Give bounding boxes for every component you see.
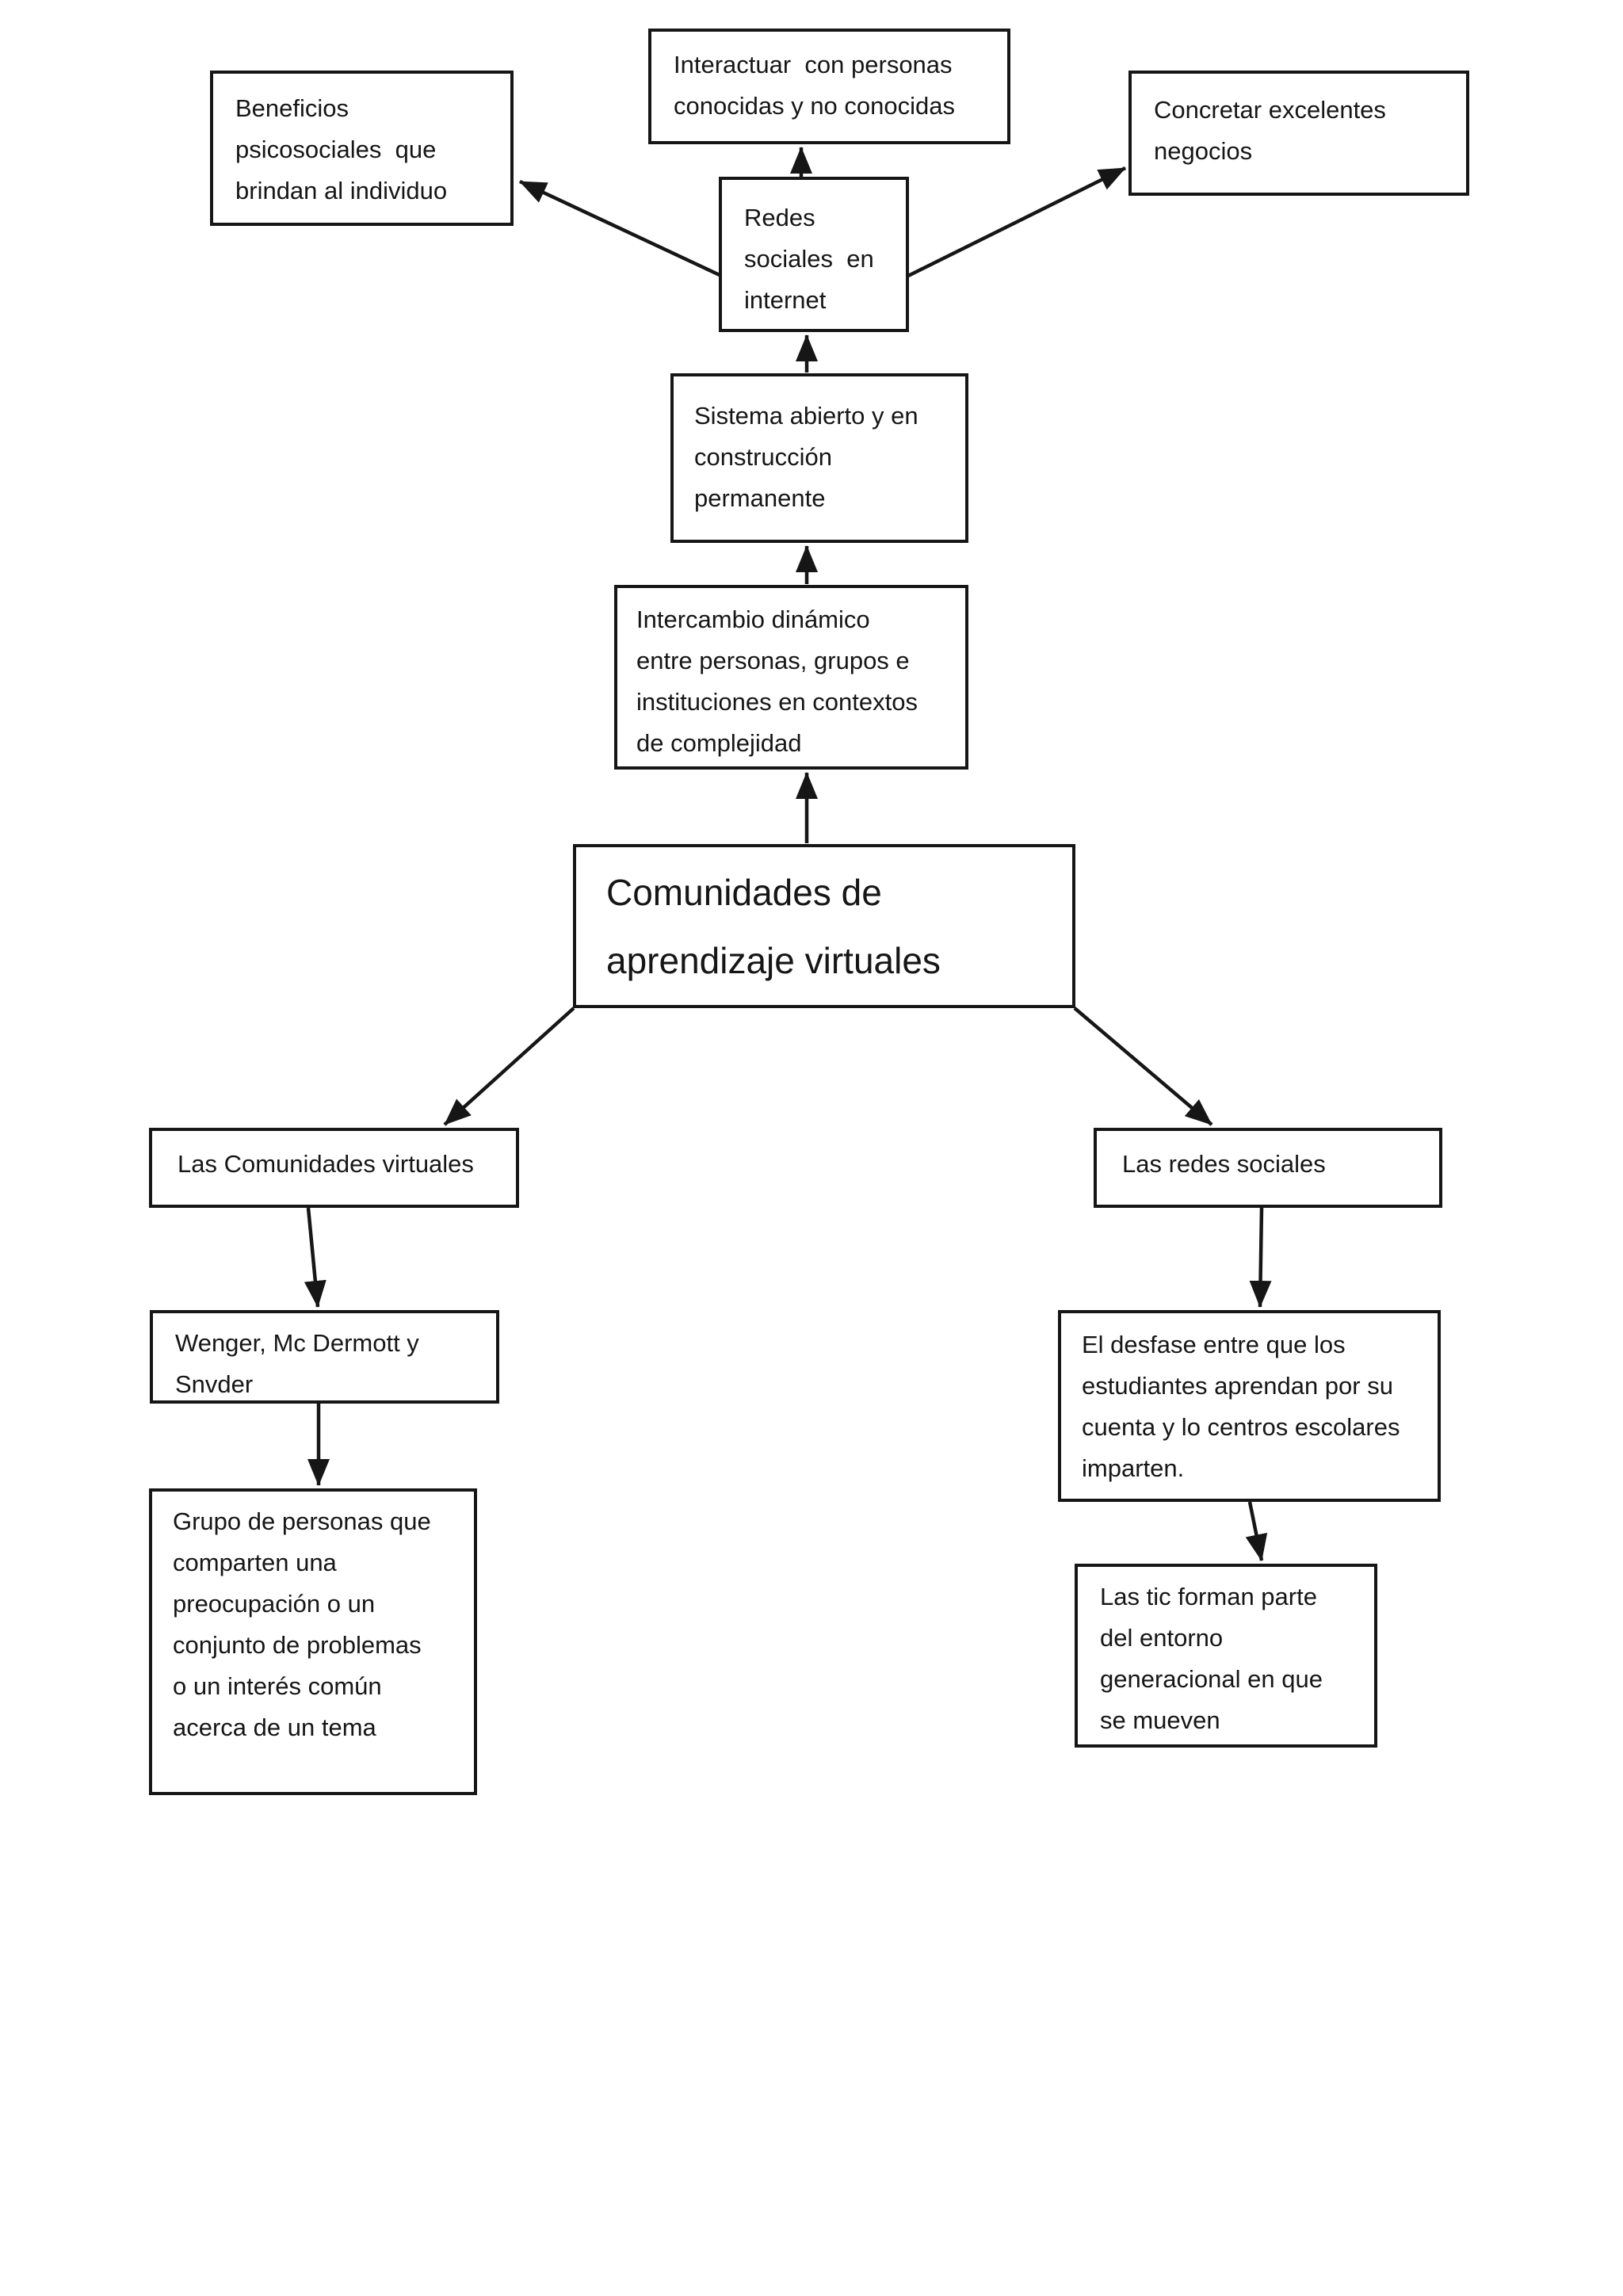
node-text: Concretar excelentes negocios (1154, 96, 1386, 165)
node-text: Wenger, Mc Dermott y Snvder (175, 1329, 419, 1398)
arrow-redes-to-concretar (907, 166, 1127, 278)
node-text: Redes sociales en internet (744, 204, 874, 314)
node-concretar-negocios: Concretar excelentes negocios (1128, 71, 1469, 196)
arrow-desfase-to-tic (1245, 1501, 1268, 1561)
node-las-redes-sociales: Las redes sociales (1094, 1128, 1442, 1208)
node-redes-sociales-internet: Redes sociales en internet (719, 177, 909, 332)
node-text: Beneficios psicosociales que brindan al … (235, 94, 448, 204)
node-text: Las redes sociales (1122, 1150, 1326, 1178)
node-text: El desfase entre que los estudiantes apr… (1082, 1331, 1400, 1482)
arrow-las-comunidades-to-wenger (304, 1207, 327, 1308)
node-grupo-de-personas: Grupo de personas que comparten una preo… (149, 1488, 477, 1795)
arrow-comunidades-to-las-redes (1073, 1007, 1213, 1126)
node-comunidades-aprendizaje-virtuales: Comunidades de aprendizaje virtuales (573, 844, 1075, 1008)
node-text: Grupo de personas que comparten una preo… (173, 1507, 431, 1741)
arrow-redes-to-beneficios (519, 179, 720, 277)
arrow-comunidades-to-las-comunidades (443, 1007, 575, 1126)
node-intercambio-dinamico: Intercambio dinámico entre personas, gru… (614, 585, 968, 770)
node-beneficios-psicosociales: Beneficios psicosociales que brindan al … (210, 71, 514, 226)
node-title-text: Comunidades de aprendizaje virtuales (606, 872, 941, 981)
node-sistema-abierto: Sistema abierto y en construcción perman… (670, 373, 968, 543)
node-text: Interactuar con personas conocidas y no … (674, 51, 956, 120)
node-wenger-mcdermott-snvder: Wenger, Mc Dermott y Snvder (150, 1310, 499, 1404)
node-las-comunidades-virtuales: Las Comunidades virtuales (149, 1128, 519, 1208)
node-text: Las tic forman parte del entorno generac… (1100, 1583, 1323, 1734)
arrow-las-redes-to-desfase (1249, 1207, 1272, 1308)
node-text: Intercambio dinámico entre personas, gru… (636, 606, 918, 757)
node-el-desfase: El desfase entre que los estudiantes apr… (1058, 1310, 1441, 1502)
node-las-tic: Las tic forman parte del entorno generac… (1075, 1564, 1377, 1748)
node-interactuar-con-personas: Interactuar con personas conocidas y no … (648, 29, 1010, 144)
node-text: Sistema abierto y en construcción perman… (694, 402, 918, 512)
node-text: Las Comunidades virtuales (178, 1150, 474, 1178)
